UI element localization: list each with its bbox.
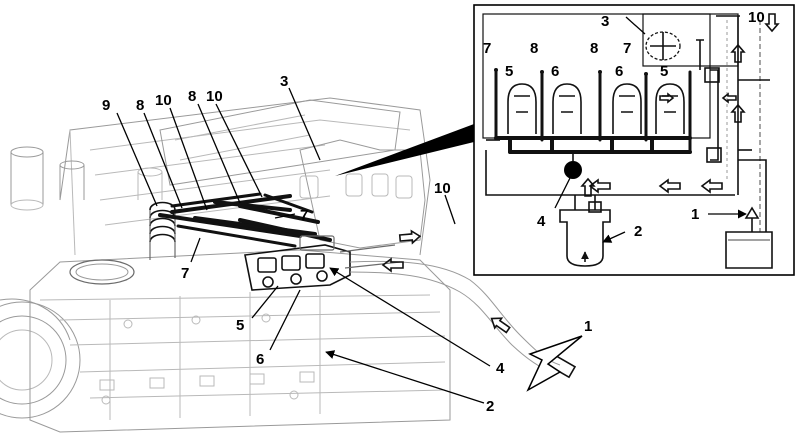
inset-callout-5-left: 5	[505, 63, 513, 80]
callout-4: 4	[496, 360, 505, 377]
callout-10-right: 10	[206, 88, 223, 105]
callout-10-return: 10	[434, 180, 451, 197]
main-callout-labels: 9 8 10 8 10 3 7 7 10 5 6 4 1 2	[102, 73, 592, 415]
inset-callout-6-right: 6	[615, 63, 623, 80]
callout-leader-lines	[116, 16, 747, 404]
hose-coil	[149, 201, 176, 260]
inset-callout-7-right: 7	[623, 40, 631, 57]
pump-node	[564, 161, 582, 179]
inset-callout-3: 3	[601, 13, 609, 30]
inset-callout-6-left: 6	[551, 63, 559, 80]
callout-7-right: 7	[300, 207, 308, 224]
inset-callout-4: 4	[537, 213, 546, 230]
fuel-system-schematic-inset	[473, 4, 795, 276]
injection-pump-assembly	[244, 235, 401, 291]
inset-callout-7-left: 7	[483, 40, 491, 57]
callout-1: 1	[584, 318, 592, 335]
callout-8-right: 8	[188, 88, 196, 105]
inset-callout-10: 10	[748, 9, 765, 26]
hollow-arrow-icon	[580, 13, 780, 197]
callout-2: 2	[486, 398, 494, 415]
callout-3: 3	[280, 73, 288, 90]
injector-set	[507, 83, 685, 134]
callout-5: 5	[236, 317, 244, 334]
inset-callout-2: 2	[634, 223, 642, 240]
engine-block-drawing	[0, 97, 451, 433]
callout-9: 9	[102, 97, 110, 114]
callout-10-left: 10	[155, 92, 172, 109]
callout-8-left: 8	[136, 97, 144, 114]
callout-6: 6	[256, 351, 264, 368]
inset-callout-8-right: 8	[590, 40, 598, 57]
inset-callout-8-left: 8	[530, 40, 538, 57]
inset-callout-5-right: 5	[660, 63, 668, 80]
callout-7-left: 7	[181, 265, 189, 282]
inset-callout-labels: 7 5 8 6 8 6 7 5 3 10 4 2 1	[483, 9, 765, 240]
injection-lines	[158, 192, 332, 248]
inset-callout-1: 1	[691, 206, 699, 223]
inset-callout-wedge	[335, 124, 474, 176]
